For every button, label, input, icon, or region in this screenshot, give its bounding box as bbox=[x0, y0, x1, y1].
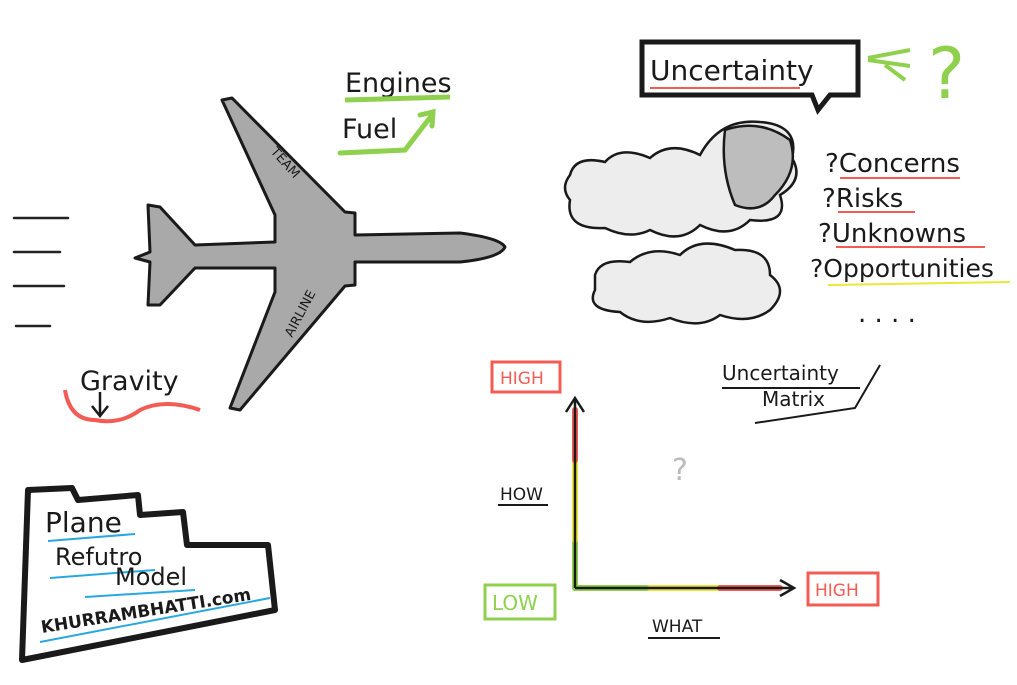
matrix-title-underline bbox=[722, 364, 881, 424]
list-ellipsis: . . . . bbox=[858, 299, 916, 329]
gravity-squiggle bbox=[63, 389, 201, 424]
airplane-drawing bbox=[133, 96, 507, 412]
matrix-center-question: ? bbox=[672, 453, 688, 488]
model-title-box: Plane Refutro Model KHURRAMBHATTI.com bbox=[19, 485, 278, 663]
fuel-label: Fuel bbox=[342, 114, 397, 145]
svg-text:Plane: Plane bbox=[45, 506, 122, 539]
uncertainty-list: ?Concerns ?Risks ?Unknowns ?Opportunitie… bbox=[810, 149, 994, 329]
gravity-arrow-icon bbox=[91, 392, 109, 419]
svg-text:Model: Model bbox=[115, 563, 187, 591]
engines-label: Engines bbox=[345, 68, 452, 99]
list-item-concerns: ?Concerns bbox=[825, 149, 960, 179]
svg-text:HIGH: HIGH bbox=[815, 581, 859, 601]
big-question-mark: ? bbox=[928, 33, 965, 115]
x-axis-label: WHAT bbox=[652, 617, 703, 637]
list-item-opportunities: ?Opportunities bbox=[810, 254, 994, 283]
speed-lines bbox=[12, 216, 70, 328]
low-box: LOW bbox=[483, 583, 557, 621]
y-axis-arrow-icon bbox=[564, 395, 586, 588]
engines-underline bbox=[344, 94, 451, 103]
list-underlines bbox=[827, 177, 1011, 286]
list-item-unknowns: ?Unknowns bbox=[818, 219, 966, 249]
y-axis-label: HOW bbox=[500, 485, 543, 505]
matrix-title-line2: Matrix bbox=[762, 387, 825, 411]
x-high-box: HIGH bbox=[806, 571, 880, 607]
svg-text:HIGH: HIGH bbox=[500, 369, 544, 389]
matrix-title-line1: Uncertainty bbox=[722, 361, 839, 385]
svg-text:LOW: LOW bbox=[492, 591, 538, 615]
x-axis-arrow-icon bbox=[575, 578, 797, 598]
gravity-label: Gravity bbox=[80, 366, 179, 397]
svg-text:Uncertainty: Uncertainty bbox=[650, 54, 814, 87]
matrix-axes bbox=[572, 407, 783, 591]
branch-arrows-icon bbox=[867, 48, 911, 82]
clouds-drawing bbox=[563, 120, 798, 325]
y-high-box: HIGH bbox=[490, 360, 562, 394]
uncertainty-callout: Uncertainty bbox=[639, 39, 861, 115]
fuel-arrow-icon bbox=[337, 108, 436, 156]
svg-text:Refutro: Refutro bbox=[55, 543, 142, 571]
list-item-risks: ?Risks bbox=[822, 184, 903, 214]
